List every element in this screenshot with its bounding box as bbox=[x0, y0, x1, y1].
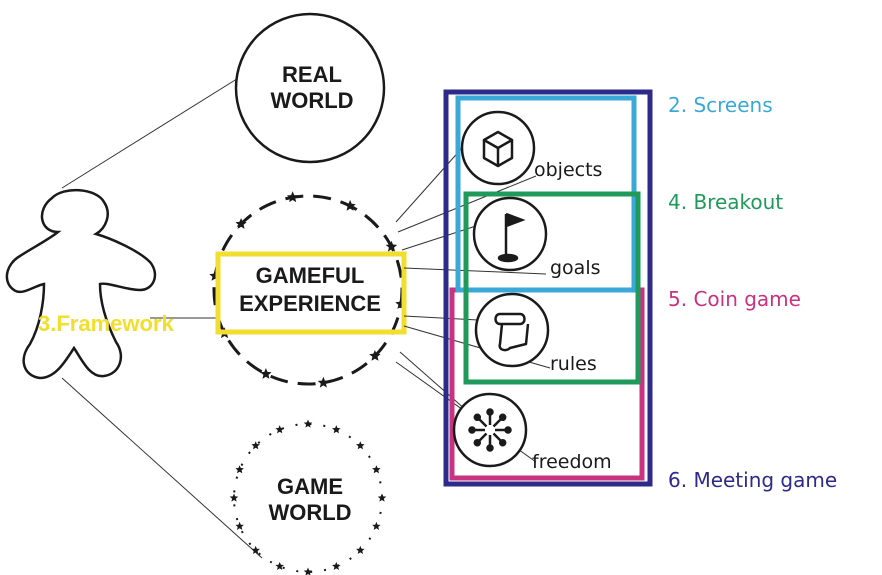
framework-label: 3.Framework bbox=[38, 311, 174, 336]
star-icon bbox=[251, 545, 260, 554]
burst-dot bbox=[468, 426, 476, 434]
item-rules: rules bbox=[474, 292, 597, 375]
star-icon bbox=[275, 425, 284, 434]
legend-screens: 2. Screens bbox=[668, 93, 773, 117]
burst-dot bbox=[498, 413, 507, 422]
star-icon bbox=[332, 425, 341, 434]
star-icon bbox=[235, 218, 247, 229]
legend-breakout: 4. Breakout bbox=[668, 190, 783, 214]
real-world-label-line1: REAL bbox=[282, 62, 342, 87]
cube-icon bbox=[482, 130, 514, 168]
real-world-circle bbox=[234, 12, 386, 164]
gameful-stars bbox=[209, 191, 407, 388]
game-world-stars bbox=[229, 419, 387, 575]
star-icon bbox=[317, 376, 330, 388]
legend-meeting-game: 6. Meeting game bbox=[668, 468, 837, 492]
framework-box bbox=[215, 251, 407, 335]
item-freedom: freedom bbox=[452, 392, 612, 473]
star-icon bbox=[344, 199, 356, 211]
star-icon bbox=[303, 567, 313, 575]
meeting-game-box bbox=[443, 89, 653, 487]
burst-icon bbox=[468, 408, 512, 452]
star-icon bbox=[235, 521, 244, 530]
star-icon bbox=[395, 298, 407, 309]
gameful-label-line1: GAMEFUL bbox=[256, 263, 365, 288]
gameful-label-line2: EXPERIENCE bbox=[239, 291, 381, 316]
star-icon bbox=[356, 441, 365, 450]
scroll-icon bbox=[494, 312, 530, 352]
star-icon bbox=[260, 368, 272, 379]
star-icon bbox=[251, 441, 260, 450]
item-goals: goals bbox=[472, 196, 601, 279]
burst-dot bbox=[473, 438, 482, 447]
item-label-objects: objects bbox=[534, 159, 602, 181]
flag-icon bbox=[497, 212, 526, 263]
star-icon bbox=[356, 545, 365, 554]
person-figure-icon bbox=[5, 188, 157, 380]
item-objects: objects bbox=[460, 110, 602, 186]
star-icon bbox=[235, 465, 244, 474]
burst-dot bbox=[498, 438, 507, 447]
item-label-rules: rules bbox=[550, 353, 597, 375]
star-icon bbox=[385, 240, 398, 252]
breakout-box bbox=[463, 191, 641, 385]
game-world-label-line1: GAME bbox=[277, 474, 343, 499]
star-icon bbox=[372, 465, 381, 474]
burst-dot bbox=[486, 444, 494, 452]
star-icon bbox=[369, 350, 381, 361]
game-world-label-line2: WORLD bbox=[268, 500, 351, 525]
star-icon bbox=[286, 191, 299, 203]
star-icon bbox=[303, 419, 313, 428]
star-icon bbox=[332, 561, 341, 570]
item-label-goals: goals bbox=[550, 257, 601, 279]
burst-dot bbox=[504, 426, 512, 434]
legend-coin-game: 5. Coin game bbox=[668, 287, 801, 311]
item-label-freedom: freedom bbox=[532, 451, 612, 473]
burst-dot bbox=[473, 413, 482, 422]
star-icon bbox=[377, 493, 387, 502]
burst-dot bbox=[486, 408, 494, 416]
star-icon bbox=[275, 561, 284, 570]
real-world-label-line2: WORLD bbox=[270, 88, 353, 113]
legend: 2. Screens 4. Breakout 5. Coin game 6. M… bbox=[668, 93, 837, 492]
star-icon bbox=[229, 493, 239, 502]
person-connectors bbox=[61, 71, 263, 559]
star-icon bbox=[372, 521, 381, 530]
